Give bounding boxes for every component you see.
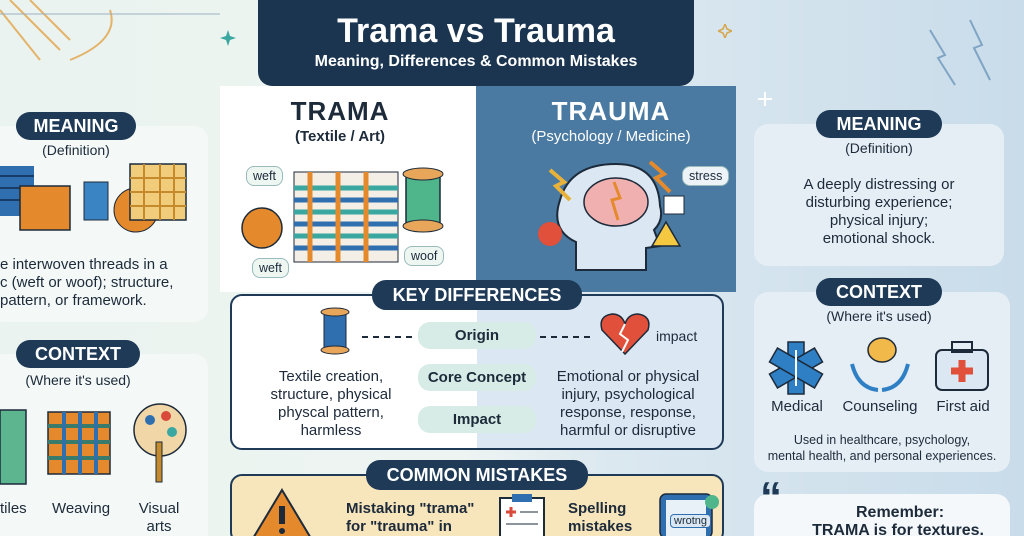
counseling-hands-icon	[850, 337, 910, 392]
common-mistakes-label: COMMON MISTAKES	[366, 460, 588, 490]
left-meaning-sub: (Definition)	[42, 142, 110, 158]
stress-label: stress	[682, 166, 730, 186]
brain-head-icon	[538, 160, 685, 271]
left-context-label: CONTEXT	[16, 340, 140, 368]
medical-star-icon	[768, 341, 824, 395]
trauma-heading: TRAUMA	[551, 96, 671, 126]
trauma-subheading: (Psychology / Medicine)	[531, 128, 691, 145]
loom-icon	[241, 167, 444, 263]
remember-text: TRAMA is for textures.	[812, 522, 984, 536]
key-differences-label: KEY DIFFERENCES	[372, 280, 582, 310]
plus-icon	[758, 92, 772, 106]
right-meaning-card	[754, 124, 1004, 266]
weaving-icon	[47, 411, 111, 475]
left-meaning-label: MEANING	[16, 112, 136, 140]
weft-label: weft	[246, 166, 283, 186]
chip-impact: Impact	[418, 406, 536, 433]
thread-decoration	[0, 0, 220, 61]
trama-differences-text: Textile creation, structure, physical ph…	[270, 368, 392, 439]
right-context-label: CONTEXT	[816, 278, 942, 306]
dash-line-left	[362, 336, 412, 338]
context-item-visual-arts: Visual arts	[138, 500, 180, 535]
impact-label: impact	[656, 328, 698, 344]
first-aid-kit-icon	[935, 341, 989, 391]
page-subtitle: Meaning, Differences & Common Mistakes	[314, 53, 638, 70]
usage-text: Used in healthcare, psychology, mental h…	[767, 433, 997, 463]
context-item-first-aid: First aid	[936, 398, 990, 415]
trama-heading: TRAMA	[290, 96, 390, 126]
right-context-sub: (Where it's used)	[826, 308, 932, 324]
sparkle-icon	[220, 30, 236, 46]
context-item-counseling: Counseling	[842, 398, 918, 415]
mistake-item-2: Spelling mistakes	[568, 500, 633, 535]
mistake-item-1: Mistaking "trama" for "trauma" in	[346, 500, 475, 535]
quote-icon: “	[760, 473, 782, 522]
broken-heart-icon	[600, 313, 650, 356]
right-meaning-text: A deeply distressing or disturbing exper…	[803, 176, 955, 247]
dash-line-right	[540, 336, 590, 338]
woof-label: woof	[404, 246, 445, 266]
thread-spool-icon	[320, 307, 350, 355]
chip-core-concept: Core Concept	[418, 364, 536, 391]
trama-subheading: (Textile / Art)	[294, 128, 385, 145]
textile-icon	[0, 409, 27, 485]
lightning-decoration	[929, 19, 991, 86]
clipboard-icon	[499, 494, 545, 536]
left-context-sub: (Where it's used)	[25, 372, 131, 388]
title-banner: Trama vs Trauma Meaning, Differences & C…	[258, 0, 694, 86]
right-meaning-sub: (Definition)	[845, 140, 913, 156]
warning-icon	[253, 488, 311, 536]
chip-origin: Origin	[418, 322, 536, 349]
sparkle-icon	[718, 24, 732, 38]
fabric-swatches-icon	[0, 163, 187, 233]
weft-label-2: weft	[252, 258, 289, 278]
left-meaning-text: e interwoven threads in a c (weft or woo…	[0, 256, 174, 309]
context-item-medical: Medical	[771, 398, 823, 415]
context-item-weaving: Weaving	[51, 500, 111, 517]
remember-card	[754, 494, 1010, 536]
palette-icon	[133, 403, 187, 483]
page-title: Trama vs Trauma	[337, 12, 615, 50]
context-item-textiles: tiles	[0, 500, 27, 517]
remember-title: Remember:	[855, 504, 945, 521]
writing-label: wrotng	[670, 514, 712, 528]
trauma-differences-text: Emotional or physical injury, psychologi…	[556, 368, 700, 439]
right-meaning-label: MEANING	[816, 110, 942, 138]
